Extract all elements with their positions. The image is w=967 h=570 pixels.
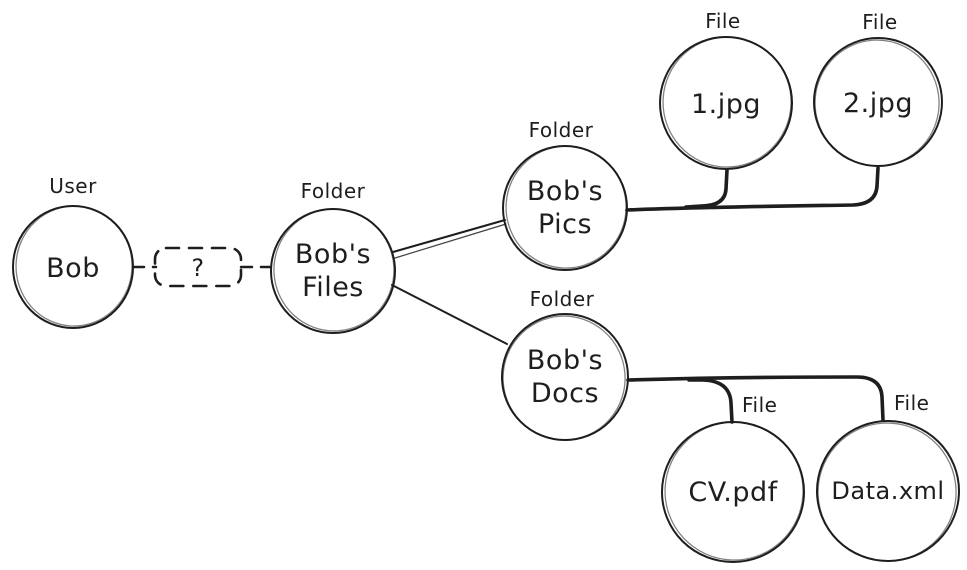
node-question: ? xyxy=(153,246,243,288)
bobs-files-label-line1: Bob's xyxy=(295,239,371,270)
bobs-files-label-line2: Files xyxy=(302,272,364,303)
file-1jpg-type-label: File xyxy=(705,9,740,33)
node-file-cvpdf: File CV.pdf xyxy=(661,393,805,563)
bob-type-label: User xyxy=(49,174,97,198)
node-file-dataxml: File Data.xml xyxy=(816,391,960,562)
bobs-docs-label-line2: Docs xyxy=(531,378,599,409)
file-2jpg-circle-sketch xyxy=(814,39,940,167)
file-cvpdf-label: CV.pdf xyxy=(688,477,778,508)
bobs-docs-circle-sketch xyxy=(502,315,626,441)
file-cvpdf-type-label: File xyxy=(742,393,777,417)
node-folder-bobs-pics: Folder Bob's Pics xyxy=(502,118,628,271)
edge-pics-2jpg xyxy=(625,166,880,212)
bob-label: Bob xyxy=(46,253,100,284)
node-user-bob: User Bob xyxy=(12,174,134,329)
node-folder-bobs-files: Folder Bob's Files xyxy=(270,179,396,334)
edge-docs-dataxml xyxy=(626,375,885,422)
file-dataxml-label: Data.xml xyxy=(831,477,944,505)
edge-files-pics-sketch xyxy=(394,223,507,259)
file-1jpg-circle-sketch xyxy=(662,36,792,168)
file-1jpg-label: 1.jpg xyxy=(691,89,761,120)
bobs-files-type-label: Folder xyxy=(301,179,366,203)
question-box xyxy=(153,246,243,288)
bobs-pics-type-label: Folder xyxy=(529,118,594,142)
file-dataxml-circle-sketch xyxy=(817,422,957,562)
bobs-pics-circle-sketch xyxy=(505,145,627,269)
bobs-pics-label-line1: Bob's xyxy=(527,176,603,207)
edge-files-pics xyxy=(392,219,506,253)
bobs-docs-type-label: Folder xyxy=(530,287,595,311)
node-file-2jpg: File 2.jpg xyxy=(813,10,943,167)
node-folder-bobs-docs: Folder Bob's Docs xyxy=(501,287,629,441)
file-2jpg-label: 2.jpg xyxy=(843,88,913,119)
file-cvpdf-circle-sketch xyxy=(664,421,804,561)
edge-docs-cvpdf xyxy=(687,378,734,424)
edge-files-docs xyxy=(391,284,508,345)
file-dataxml-type-label: File xyxy=(894,391,929,415)
file-2jpg-type-label: File xyxy=(862,10,897,34)
bobs-pics-label-line2: Pics xyxy=(538,209,592,240)
bobs-files-circle-sketch xyxy=(273,208,395,332)
bob-circle-sketch xyxy=(15,205,133,327)
edge-pics-1jpg xyxy=(684,168,729,209)
node-file-1jpg: File 1.jpg xyxy=(659,9,793,170)
bobs-docs-label-line1: Bob's xyxy=(527,345,603,376)
question-label: ? xyxy=(191,254,204,282)
